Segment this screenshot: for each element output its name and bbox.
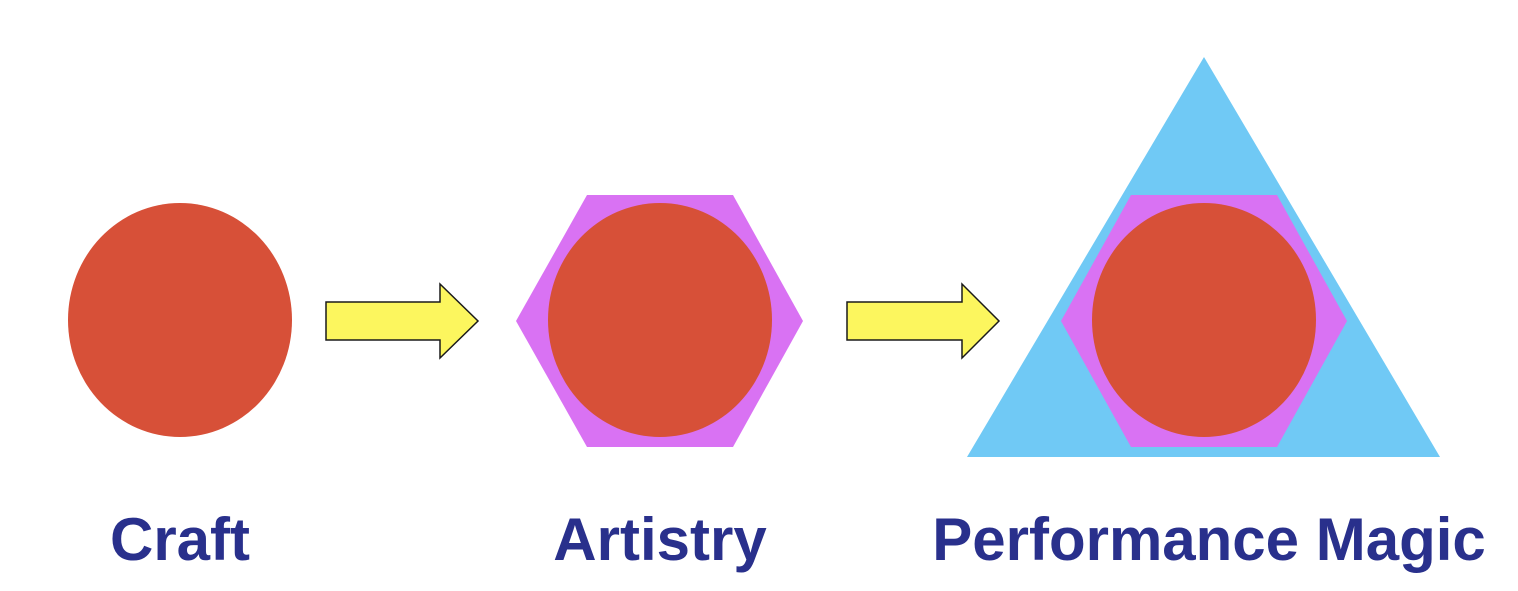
right-arrow-icon: [325, 282, 480, 360]
stage-performance-magic: [967, 57, 1440, 457]
stage-craft: [68, 203, 292, 437]
artistry-circle: [548, 203, 772, 437]
craft-circle: [68, 203, 292, 437]
label-artistry: Artistry: [553, 506, 767, 573]
right-arrow-icon: [846, 282, 1001, 360]
magic-circle: [1092, 203, 1316, 437]
label-craft: Craft: [109, 506, 250, 573]
stage-artistry: [516, 195, 803, 447]
label-performance-magic: Performance Magic: [932, 506, 1486, 573]
